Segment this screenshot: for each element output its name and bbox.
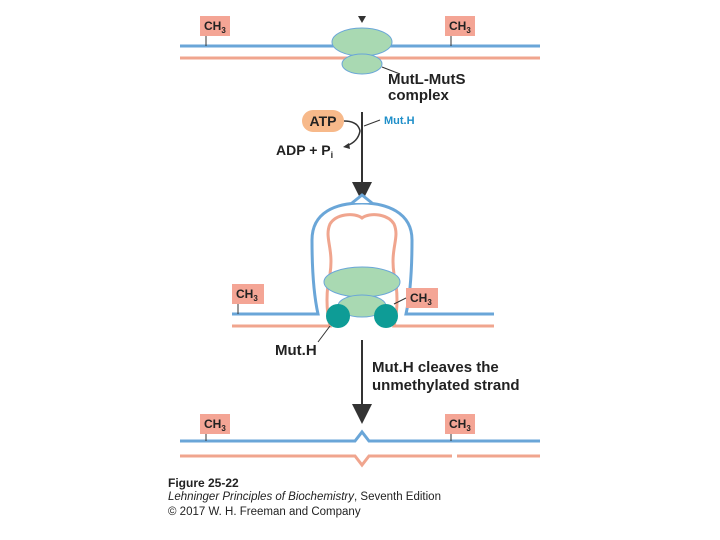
bottom-strand-blue	[180, 429, 540, 443]
ch3-tag	[200, 414, 230, 434]
ch3-tag	[445, 414, 475, 434]
ch3-tag	[232, 284, 264, 304]
panel-top: CH3 CH3 MutL-MutS complex	[180, 16, 540, 104]
cleaves-label-line2: unmethylated strand	[372, 377, 520, 394]
ch3-tag	[406, 288, 438, 308]
atp-badge	[302, 110, 344, 132]
atp-step: ATP ADP + Pi Mut.H	[276, 110, 415, 202]
ch3-label: CH3	[236, 287, 258, 303]
complex-label: complex	[388, 87, 450, 104]
mutl-ellipse	[331, 27, 393, 57]
panel-bottom: CH3 CH3	[180, 414, 540, 468]
muth-protein	[326, 304, 350, 328]
ch3-label: CH3	[449, 417, 471, 433]
ch3-label: CH3	[410, 291, 432, 307]
ch3-tag	[445, 16, 475, 36]
ch3-label: CH3	[204, 19, 226, 35]
muth-blue-label: Mut.H	[384, 115, 415, 127]
bottom-strand-salmon	[180, 454, 452, 468]
adp-label: ADP + Pi	[276, 142, 333, 160]
ch3-tag	[200, 16, 230, 36]
ch3-label: CH3	[204, 417, 226, 433]
cleaves-label-line1: Mut.H cleaves the	[372, 359, 499, 376]
muth-protein	[374, 304, 398, 328]
muth-label: Mut.H	[275, 342, 317, 359]
atp-label: ATP	[310, 113, 337, 129]
copyright: © 2017 W. H. Freeman and Company	[168, 506, 361, 518]
mismatch-marker	[358, 16, 366, 23]
atp-curve	[343, 120, 361, 147]
mutl-muts-label: MutL-MutS	[388, 71, 465, 88]
figure-number: Figure 25-22	[168, 476, 239, 490]
ch3-label: CH3	[449, 19, 471, 35]
muts-ellipse	[341, 53, 383, 75]
cleave-step: Mut.H cleaves the unmethylated strand	[352, 340, 520, 424]
panel-loop: CH3 CH3 Mut.H	[232, 193, 494, 359]
mutl-ellipse	[323, 266, 401, 298]
book-citation: Lehninger Principles of Biochemistry, Se…	[168, 491, 441, 503]
